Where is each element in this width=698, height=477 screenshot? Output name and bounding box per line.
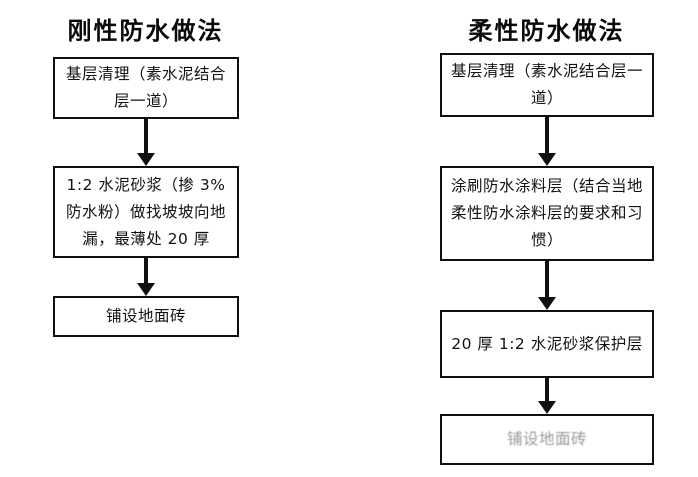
process-node-flexible-1-label: 基层清理（素水泥结合层一道） [450,62,643,107]
process-node-flexible-2-label: 涂刷防水涂料层（结合当地柔性防水涂料层的要求和习惯） [450,177,643,249]
process-node-rigid-1[interactable]: 基层清理（素水泥结合层一道） [53,57,239,119]
process-node-flexible-2[interactable]: 涂刷防水涂料层（结合当地柔性防水涂料层的要求和习惯） [440,166,654,261]
process-node-rigid-3[interactable]: 铺设地面砖 [53,296,239,337]
process-node-rigid-3-label: 铺设地面砖 [105,307,186,325]
arrow-flexible-2-to-3 [535,261,559,310]
arrow-head-down-icon [137,153,155,166]
arrow-flexible-3-to-4 [535,378,559,414]
column-title-flexible: 柔性防水做法 [468,17,625,45]
process-node-flexible-3[interactable]: 20 厚 1:2 水泥砂浆保护层 [440,310,654,378]
arrow-shaft [545,261,549,297]
arrow-shaft [144,258,148,283]
arrow-shaft [545,117,549,153]
process-node-flexible-4-label: 铺设地面砖 [506,430,587,448]
column-title-rigid: 刚性防水做法 [67,17,224,45]
arrow-shaft [545,378,549,401]
arrow-rigid-2-to-3 [134,258,158,296]
process-node-rigid-1-label: 基层清理（素水泥结合层一道） [65,65,226,110]
arrow-shaft [144,119,148,153]
process-node-rigid-2[interactable]: 1:2 水泥砂浆（掺 3% 防水粉）做找坡坡向地漏，最薄处 20 厚 [53,166,239,258]
arrow-flexible-1-to-2 [535,117,559,166]
process-node-flexible-1[interactable]: 基层清理（素水泥结合层一道） [440,53,654,117]
process-node-flexible-4[interactable]: 铺设地面砖 [440,414,654,465]
arrow-head-down-icon [137,283,155,296]
arrow-head-down-icon [538,297,556,310]
arrow-head-down-icon [538,153,556,166]
process-node-rigid-2-label: 1:2 水泥砂浆（掺 3% 防水粉）做找坡坡向地漏，最薄处 20 厚 [65,175,226,248]
process-node-flexible-3-label: 20 厚 1:2 水泥砂浆保护层 [451,334,643,353]
arrow-head-down-icon [538,401,556,414]
arrow-rigid-1-to-2 [134,119,158,166]
